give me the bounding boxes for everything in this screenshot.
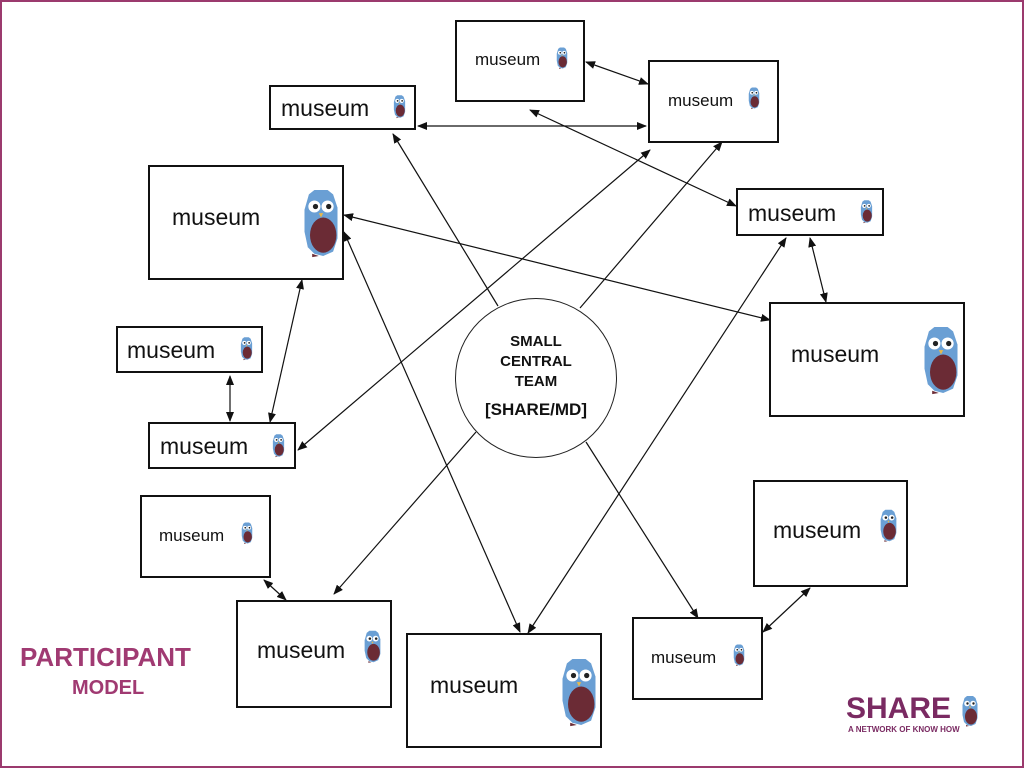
connector-m4-m12 (343, 231, 521, 633)
central-team-line-1: SMALL (510, 333, 562, 350)
share-logo: SHARE A NETWORK OF KNOW HOW (846, 693, 986, 737)
museum-label: museum (748, 200, 837, 226)
connector-m1-m2 (585, 61, 649, 85)
museum-node-3: museum (269, 85, 416, 130)
owl-icon (304, 190, 338, 258)
museum-node-1: museum (455, 20, 585, 102)
museum-node-11: museum (236, 600, 392, 708)
connector-center-m2 (579, 141, 723, 309)
museum-label: museum (668, 91, 734, 110)
central-team-node: SMALL CENTRAL TEAM [SHARE/MD] (455, 298, 617, 458)
museum-node-4: museum (148, 165, 344, 280)
central-team-org: [SHARE/MD] (485, 400, 587, 419)
owl-icon (748, 87, 760, 109)
connector-center-m13 (585, 441, 699, 619)
museum-label: museum (159, 526, 225, 545)
museum-node-8: museum (148, 422, 296, 469)
logo-wordmark: SHARE (846, 692, 952, 725)
museum-label: museum (651, 648, 717, 667)
museum-node-2: museum (648, 60, 779, 143)
owl-icon (860, 200, 873, 224)
museum-label: museum (172, 204, 261, 230)
museum-label: museum (430, 672, 519, 698)
museum-label: museum (281, 95, 370, 121)
owl-icon (924, 327, 958, 395)
museum-label: museum (257, 637, 346, 663)
slide-subtitle: MODEL (72, 677, 145, 699)
museum-node-9: museum (140, 495, 271, 578)
owl-icon (733, 644, 745, 666)
owl-icon (241, 522, 253, 544)
owl-icon (272, 434, 285, 458)
connector-m4-m8 (268, 279, 304, 423)
museum-label: museum (160, 433, 249, 459)
central-team-line-2: CENTRAL (500, 353, 572, 370)
slide-title: PARTICIPANT (20, 642, 191, 672)
museum-label: museum (791, 341, 880, 367)
connector-center-m3 (392, 133, 499, 307)
museum-node-5: museum (736, 188, 884, 236)
museum-node-13: museum (632, 617, 763, 700)
museum-node-10: museum (753, 480, 908, 587)
owl-icon (556, 47, 568, 69)
connector-center-m11 (333, 431, 477, 595)
museum-node-7: museum (116, 326, 263, 373)
owl-icon (880, 509, 897, 542)
museum-node-12: museum (406, 633, 602, 748)
connector-m9-m11 (263, 579, 287, 601)
owl-icon (240, 337, 253, 361)
connector-m10-m13 (762, 587, 811, 633)
museum-label: museum (773, 517, 862, 543)
owl-icon (962, 696, 978, 727)
museum-label: museum (475, 50, 541, 69)
connector-m5-m12 (527, 237, 787, 634)
central-team-line-3: TEAM (514, 373, 558, 390)
logo-tagline: A NETWORK OF KNOW HOW (848, 725, 960, 734)
owl-icon (364, 630, 381, 663)
owl-icon (562, 659, 596, 727)
museum-node-6: museum (769, 302, 965, 417)
owl-icon (393, 95, 406, 119)
museum-label: museum (127, 337, 216, 363)
connector-m5-m6 (808, 237, 828, 303)
